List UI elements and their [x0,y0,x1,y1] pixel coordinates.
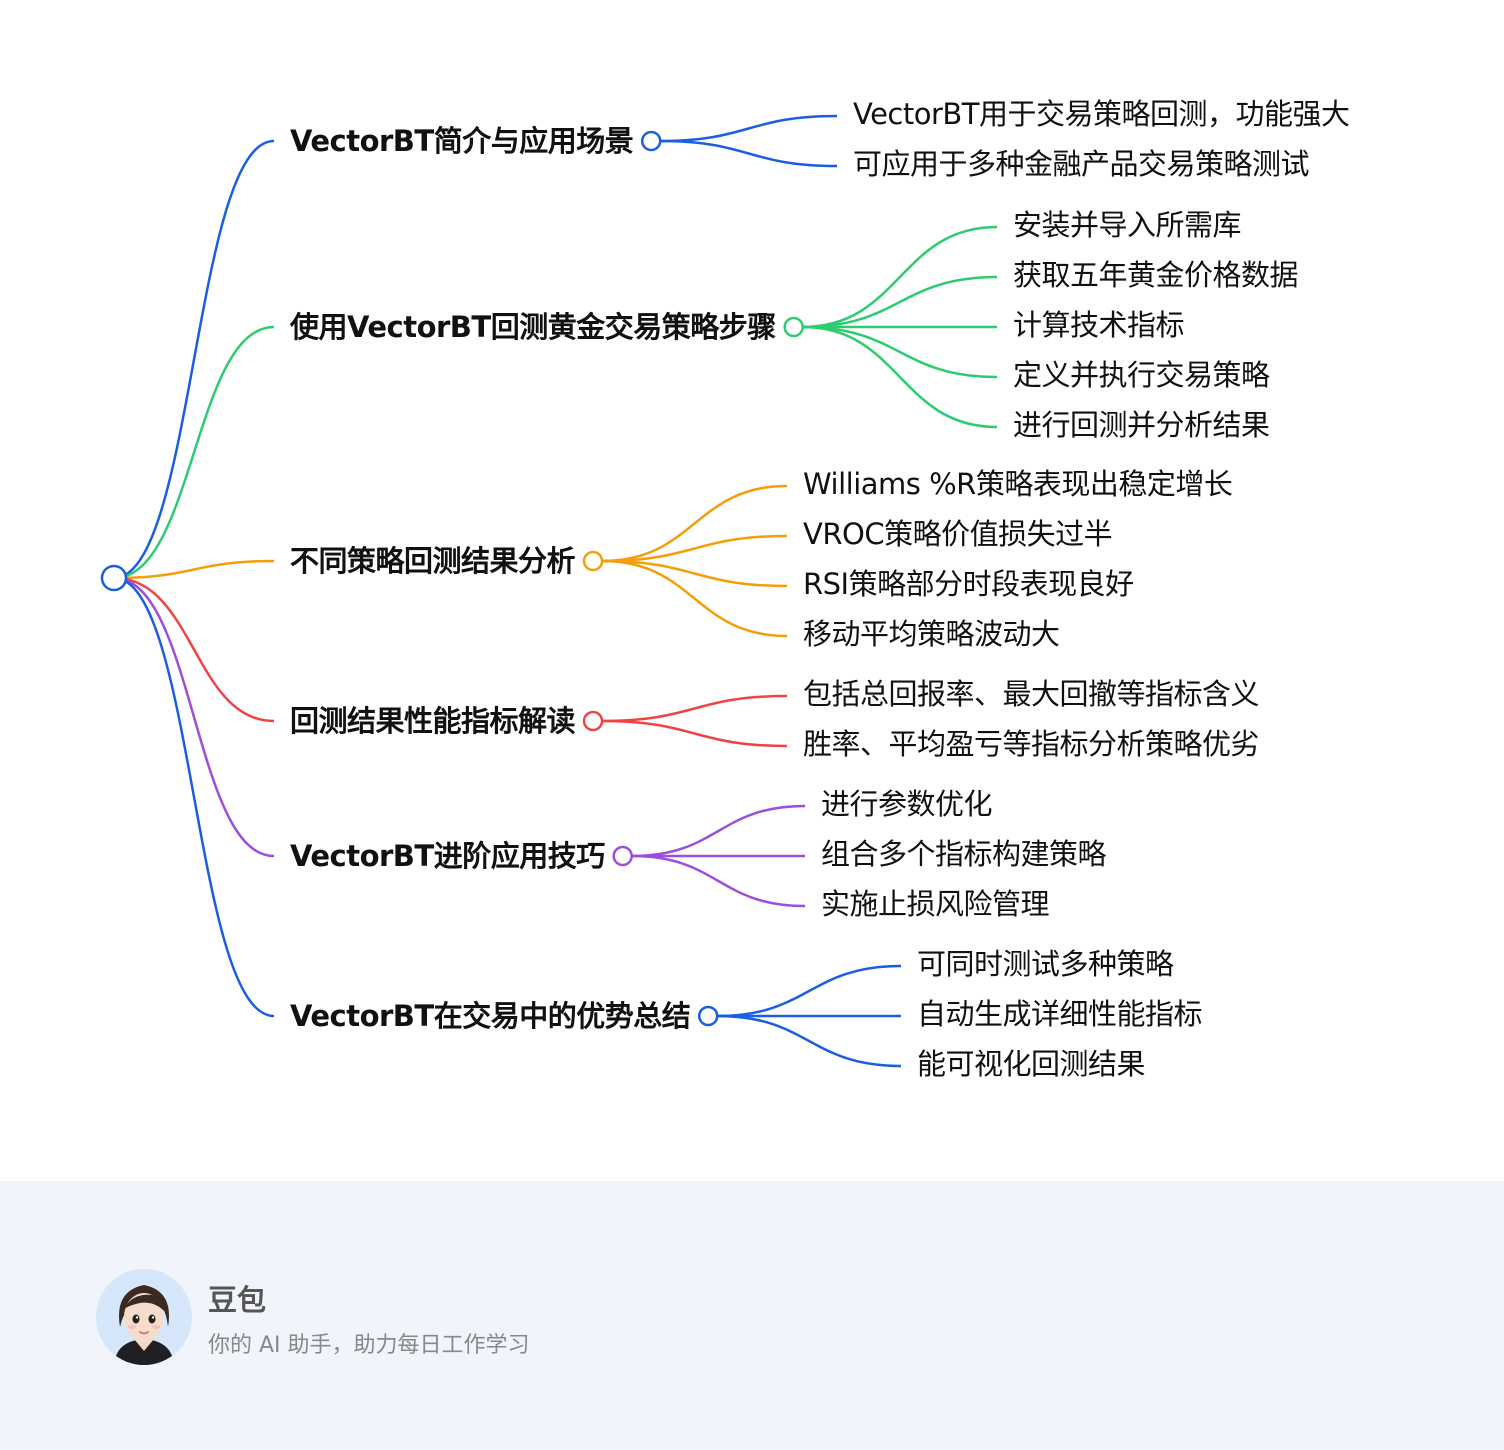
leaf-label: 自动生成详细性能指标 [917,997,1203,1031]
leaf-label: VectorBT用于交易策略回测，功能强大 [853,97,1350,131]
leaf-connector [802,325,998,379]
root-connector [113,559,275,580]
leaf-connector [631,854,806,908]
leaf-label: 进行回测并分析结果 [1013,408,1270,442]
brand-tagline: 你的 AI 助手，助力每日工作学习 [208,1333,530,1358]
mindmap-connectors [100,114,998,1068]
branch-node-circle[interactable] [640,130,662,152]
leaf-label: 获取五年黄金价格数据 [1013,258,1299,292]
branch-label: 回测结果性能指标解读 [290,704,576,738]
leaf-connector [717,1014,902,1068]
branch-label: 不同策略回测结果分析 [290,544,576,578]
leaf-label: 组合多个指标构建策略 [821,837,1107,871]
branch-node-circle[interactable] [697,1005,719,1027]
branch-node-circle[interactable] [582,550,604,572]
leaf-label: Williams %R策略表现出稳定增长 [803,467,1233,501]
branch-label: VectorBT在交易中的优势总结 [290,999,691,1033]
branch-label: VectorBT简介与应用场景 [290,124,634,158]
brand-name: 豆包 [208,1283,267,1317]
root-connector [113,325,275,580]
mindmap: VectorBT简介与应用场景 VectorBT用于交易策略回测，功能强大可应用于… [100,97,1350,1081]
branch-label: 使用VectorBT回测黄金交易策略步骤 [290,310,776,344]
leaf-connector [660,114,838,143]
girl-avatar-icon [96,1269,192,1365]
branch-node-circle[interactable] [582,710,604,732]
branch-label: VectorBT进阶应用技巧 [290,839,605,873]
footer: 豆包 你的 AI 助手，助力每日工作学习 [0,1181,1504,1450]
leaf-label: 实施止损风险管理 [821,887,1050,921]
leaf-label: 计算技术指标 [1013,308,1185,342]
leaf-label: 移动平均策略波动大 [803,617,1060,651]
leaf-connector [802,325,998,429]
branch-node-circle[interactable] [783,316,804,338]
leaf-connector [602,559,788,588]
leaf-label: 进行参数优化 [821,787,993,821]
leaf-connector [602,534,788,563]
root-node-circle[interactable] [100,564,128,592]
leaf-connector [602,719,788,748]
leaf-connector [631,804,806,858]
root-connector [113,576,275,1018]
branch-node-circle[interactable] [612,845,633,867]
leaf-label: 安装并导入所需库 [1013,208,1242,242]
leaf-label: 可同时测试多种策略 [917,947,1174,981]
leaf-label: 定义并执行交易策略 [1013,358,1270,392]
leaf-connector [802,275,998,329]
root-connector [113,139,275,580]
leaf-label: 胜率、平均盈亏等指标分析策略优劣 [803,727,1260,761]
leaf-label: 能可视化回测结果 [917,1047,1146,1081]
root-connector [113,576,275,858]
leaf-connector [602,484,788,563]
leaf-connector [717,964,902,1018]
leaf-connector [602,559,788,638]
leaf-label: VROC策略价值损失过半 [803,517,1113,551]
leaf-label: 可应用于多种金融产品交易策略测试 [853,147,1310,181]
leaf-connector [802,225,998,329]
leaf-label: RSI策略部分时段表现良好 [803,567,1134,601]
leaf-connector [660,139,838,168]
leaf-label: 包括总回报率、最大回撤等指标含义 [803,677,1260,711]
leaf-connector [602,694,788,723]
root-connector [113,576,275,723]
